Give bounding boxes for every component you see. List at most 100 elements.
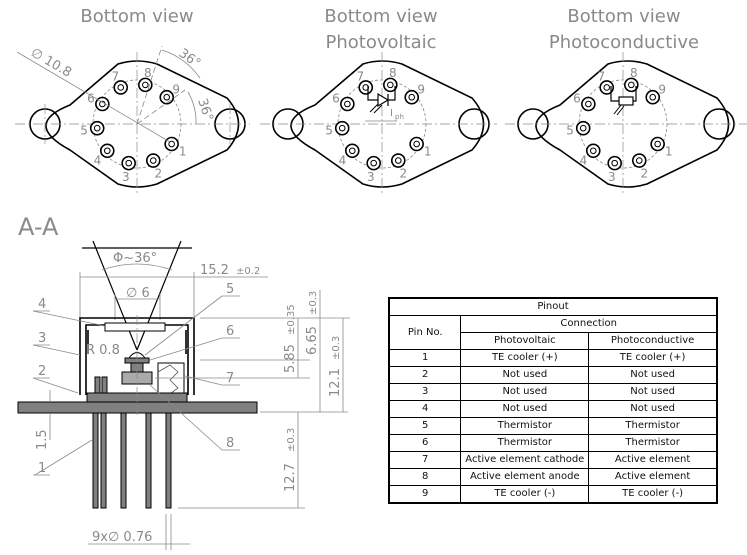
pin	[404, 89, 420, 105]
cell-pin: 3	[388, 383, 462, 401]
photodiode-symbol	[367, 86, 396, 114]
cell-pin: 2	[388, 366, 462, 384]
col-pv-header: Photovoltaic	[460, 332, 590, 350]
flange-thickness-label: 1.5	[35, 429, 50, 450]
pin-number: 8	[144, 66, 152, 80]
cell-pv: Not used	[460, 366, 590, 384]
callout-5: 5	[226, 282, 234, 297]
pin-number: 9	[417, 83, 425, 97]
width-label: 15.2	[200, 263, 229, 278]
cell-pin: 7	[388, 451, 462, 469]
pin	[575, 120, 591, 136]
pin-number: 7	[111, 70, 119, 84]
header-outline	[290, 60, 485, 188]
height-tolerance: ±0.35	[286, 304, 297, 335]
table-title: Pinout	[388, 297, 718, 316]
section-view: A-A Φ~36° 15.2 ±0.2 ∅ 6 R 0.8	[17, 213, 350, 550]
pin	[164, 136, 179, 152]
cell-pin: 9	[388, 485, 462, 504]
cell-pv: Thermistor	[460, 417, 590, 435]
cell-pc: Active element	[588, 451, 718, 469]
cell-pc: TE cooler (+)	[588, 349, 718, 367]
callout-2: 2	[38, 364, 46, 379]
photoresistor-symbol	[610, 86, 637, 116]
diameter-label: ∅ 10.8	[28, 45, 74, 80]
pinout-table: Pinout Pin No. Connection Photovoltaic P…	[388, 297, 718, 504]
pin-number: 6	[573, 92, 581, 106]
callout-1: 1	[38, 461, 46, 476]
pin	[624, 77, 639, 93]
pin	[650, 136, 665, 152]
angle-label: 36°	[176, 46, 203, 72]
pin	[113, 80, 129, 95]
pin	[409, 136, 424, 152]
callout-4: 4	[38, 297, 46, 312]
callout-3: 3	[38, 331, 46, 346]
radius-label: R 0.8	[86, 343, 120, 358]
pin	[599, 80, 615, 95]
lead-length-tolerance: ±0.3	[286, 428, 297, 452]
pin-number: 8	[630, 66, 638, 80]
cell-pv: Thermistor	[460, 434, 590, 452]
pin-number: 7	[597, 70, 605, 84]
pin	[631, 153, 647, 168]
pin	[340, 96, 355, 112]
pin-number: 5	[325, 124, 333, 138]
height-label: 5.85	[283, 344, 298, 373]
view-title: Bottom view	[80, 6, 193, 27]
cell-pc: Not used	[588, 383, 718, 401]
height-tolerance: ±0.3	[331, 336, 342, 360]
view-title: Bottom view	[324, 6, 437, 27]
pin-number: 3	[608, 170, 616, 184]
pin-number: 4	[580, 153, 588, 167]
col-pin-header: Pin No.	[388, 315, 462, 350]
pin-number: 6	[332, 92, 340, 106]
pin	[121, 155, 136, 171]
pin-number: 6	[87, 92, 95, 106]
view-title: Bottom view	[567, 6, 680, 27]
cell-pv: Active element cathode	[460, 451, 590, 469]
callout-8: 8	[226, 436, 234, 451]
lead-length-label: 12.7	[283, 463, 298, 492]
pin-number: 3	[122, 170, 130, 184]
cell-pv: Not used	[460, 383, 590, 401]
pin	[145, 153, 161, 168]
angle-label: 36°	[194, 97, 215, 124]
cell-pin: 6	[388, 434, 462, 452]
window	[104, 322, 166, 332]
pin	[645, 89, 661, 105]
width-tolerance: ±0.2	[236, 266, 260, 277]
cell-pc: Thermistor	[588, 434, 718, 452]
cell-pin: 4	[388, 400, 462, 418]
header-outline	[45, 60, 240, 188]
pin-number: 1	[665, 145, 673, 159]
pin	[585, 143, 601, 159]
callout-6: 6	[226, 324, 234, 339]
callout-7: 7	[226, 371, 234, 386]
height-label: 6.65	[305, 326, 320, 355]
pin-number: 7	[356, 70, 364, 84]
cell-pin: 1	[388, 349, 462, 367]
cell-pin: 5	[388, 417, 462, 435]
cell-pv: Active element anode	[460, 468, 590, 486]
pin-number: 5	[80, 124, 88, 138]
pin-number: 5	[566, 124, 574, 138]
cell-pc: Not used	[588, 366, 718, 384]
view-subtitle: Photovoltaic	[326, 32, 437, 53]
pin	[334, 120, 350, 136]
height-label: 12.1	[328, 368, 343, 397]
pin-number: 4	[94, 153, 102, 167]
pin-number: 4	[339, 153, 347, 167]
pin	[358, 80, 374, 95]
pin	[344, 143, 360, 159]
current-label: I	[390, 108, 393, 119]
